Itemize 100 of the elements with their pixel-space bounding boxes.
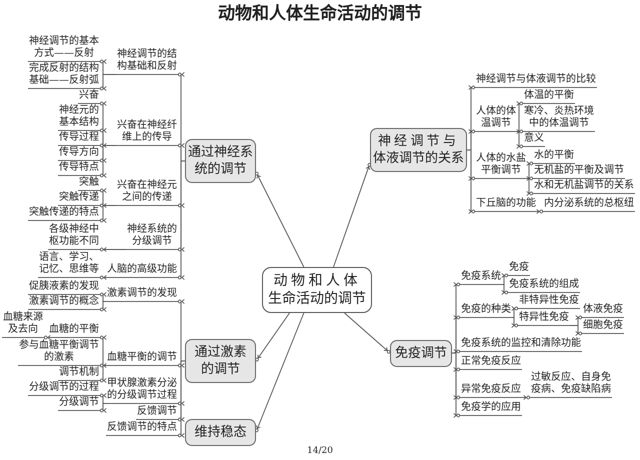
connector-line [501,284,508,296]
connector-line [466,128,476,150]
connector-line [178,360,186,368]
subtopic: 各级神经中枢功能不同 [48,224,100,250]
connector-line [100,365,107,384]
subtopic: 免疫学的应用 [460,402,522,416]
subtopic: 免疫系统的组成 [508,279,580,293]
subtopic: 甲状腺激素分泌的分级调节过程 [106,378,178,404]
subtopic: 传导过程 [58,132,100,146]
connector-line [516,128,524,134]
subtopic: 水的平衡 [533,150,575,164]
subtopic: 反馈调节 [136,406,178,420]
subtopic: 特异性免疫 [518,312,570,326]
subtopic: 突触 [78,177,100,191]
connector-line [526,160,534,179]
connector-line [526,178,534,196]
subtopic: 兴奋在神经纤维上的传导 [116,120,178,146]
connector-line [100,145,116,178]
connector-line [255,312,290,362]
connector-line [344,312,390,354]
subtopic: 免疫的种类 [460,304,512,318]
subtopic: 非特异性免疫 [518,295,580,309]
subtopic: 内分泌系统的总枢纽 [543,198,635,212]
subtopic: 传导方向 [58,147,100,161]
subtopic: 体温的平衡 [523,90,575,104]
subtopic: 免疫系统 [460,271,502,285]
connector-line [522,394,530,400]
connector-line [100,246,126,252]
subtopic: 血糖来源及去向 [2,312,44,338]
subtopic: 血糖平衡的调节 [106,352,178,366]
connector-line [178,142,186,162]
subtopic: 激素调节的概念 [28,296,100,310]
subtopic: 参与血糖平衡调节的激素 [18,340,100,366]
connector-line [511,306,518,318]
page-number: 14/20 [307,446,333,457]
subtopic: 突触传递的特点 [28,207,100,221]
subtopic: 血糖的平衡 [48,324,100,338]
subtopic: 突触传递 [58,192,100,206]
subtopic: 反馈调节的特点 [106,422,178,436]
central-topic-box: 动物和人体生命活动的调节 [262,267,372,313]
connector-line [333,162,372,268]
diagram-title: 动物和人体生命活动的调节 [218,3,422,25]
subtopic: 激素调节的发现 [106,288,178,302]
connector-line [511,317,518,328]
subtopic: 完成反射的结构基础——反射弧 [28,63,100,89]
connector-line [100,74,116,92]
connector-line [254,172,304,268]
subtopic: 异常免疫反应 [460,384,522,398]
topic-box: 神经调节与体液调节的关系 [370,128,467,172]
topic-box: 通过激素的调节 [185,339,256,383]
subtopic: 神经调节的基本方式——反射 [28,36,100,62]
connector-line [536,208,544,214]
topic-box: 免疫调节 [390,340,452,366]
connector-line [100,292,107,302]
connector-line [516,131,524,150]
connector-line [501,272,508,285]
connector-line [452,314,460,354]
connector-line [516,100,524,132]
connector-line [452,352,460,418]
subtopic: 人体的水盐平衡调节 [475,153,527,179]
connector-line [100,301,107,312]
connector-line [526,176,534,182]
subtopic: 过敏反应、自身免疫病、免疫缺陷病 [530,372,612,398]
connector-line [254,312,304,432]
connector-line [466,150,476,214]
connector-line [570,325,582,336]
connector-line [100,334,107,366]
subtopic: 免疫 [508,262,530,276]
topic-box: 维持稳态 [185,418,256,446]
subtopic: 兴奋 [78,90,100,104]
subtopic: 正常免疫反应 [460,356,522,370]
subtopic: 体液免疫 [582,304,624,318]
subtopic: 神经系统的分级调节 [126,224,178,250]
subtopic: 意义 [523,133,545,147]
subtopic: 分级调节 [58,397,100,411]
connector-line [100,274,107,280]
subtopic: 下丘脑的功能 [475,198,537,212]
subtopic: 无机盐的平衡及调节 [533,165,625,179]
subtopic: 语言、学习、记忆、思维等 [38,252,100,278]
subtopic: 人脑的高级功能 [106,264,178,278]
subtopic: 免疫系统的监控和清除功能 [460,338,582,352]
connector-line [100,205,116,224]
connector-line [452,348,460,354]
subtopic: 传导特点 [58,162,100,176]
connector-line [100,392,107,404]
connector-line [178,298,186,362]
subtopic: 寒冷、炎热环境中的体温调节 [523,106,595,132]
subtopic: 促胰液素的发现 [28,281,100,295]
subtopic: 分级调节的过程 [28,382,100,396]
subtopic: 兴奋在神经元之间的传递 [116,180,178,206]
connector-line [44,334,51,340]
connector-line [100,403,107,414]
subtopic: 神经调节的结构基础和反射 [116,49,178,75]
subtopic: 调节机制 [58,367,100,381]
subtopic: 神经调节与体液调节的比较 [475,74,597,88]
subtopic: 神经元的基本结构 [58,105,100,131]
subtopic: 人体的体温调节 [475,106,517,132]
connector-line [100,362,107,368]
topic-box: 通过神经系统的调节 [185,139,256,183]
subtopic: 水和无机盐调节的关系 [533,180,635,194]
